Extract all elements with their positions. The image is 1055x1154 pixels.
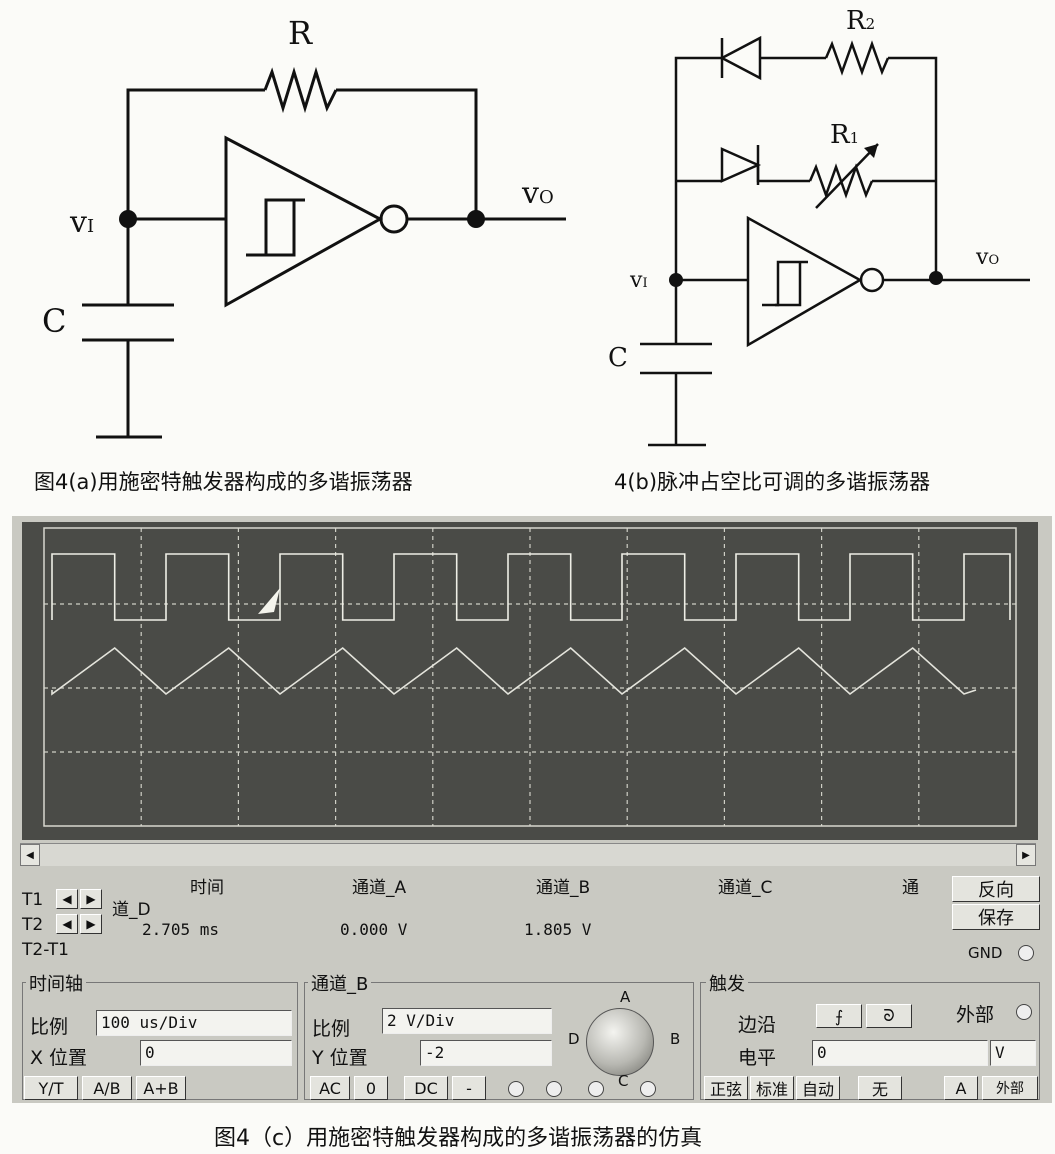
readout-header-channel-b: 通道_B [536, 878, 591, 898]
circuit-a-caption: 图4(a)用施密特触发器构成的多谐振荡器 [34, 470, 413, 494]
y-position-field[interactable]: -2 [420, 1040, 552, 1066]
readout-channel-b-value: 1.805 V [524, 920, 592, 939]
readout-header-channel-d: 通 [902, 878, 919, 898]
circuit-b-r2-label: R2 [846, 6, 876, 36]
timebase-scale-label: 比例 [30, 1016, 69, 1038]
schmitt-inverter-b-symbol [746, 215, 863, 348]
mode-ab-button[interactable]: A/B [82, 1076, 132, 1100]
t2-right-arrow-icon[interactable]: ▶ [80, 914, 102, 934]
channel-radio-3[interactable] [588, 1081, 604, 1097]
x-position-field[interactable]: 0 [140, 1040, 292, 1066]
scope-screen [22, 522, 1038, 840]
gnd-label: GND [968, 944, 1003, 962]
level-label: 电平 [738, 1047, 777, 1069]
circuit-b-r1-label: R1 [830, 120, 860, 150]
square-wave-trace [51, 553, 1011, 621]
knob-label-d: D [568, 1030, 580, 1048]
coupling-dc-button[interactable]: DC [404, 1076, 448, 1100]
channel-radio-2[interactable] [546, 1081, 562, 1097]
channel-b-scale-label: 比例 [312, 1018, 351, 1040]
scroll-left-icon[interactable]: ◀ [20, 844, 40, 866]
t2-left-arrow-icon[interactable]: ◀ [56, 914, 78, 934]
circuit-b-capacitor-label: C [608, 343, 628, 373]
gnd-radio[interactable] [1018, 945, 1034, 961]
trigger-sine-button[interactable]: 正弦 [704, 1076, 748, 1100]
t1-right-arrow-icon[interactable]: ▶ [80, 889, 102, 909]
level-unit: V [990, 1040, 1036, 1066]
circuit-a-input-label: vI [70, 205, 95, 240]
y-position-label: Y 位置 [312, 1047, 368, 1069]
channel-radio-1[interactable] [508, 1081, 524, 1097]
edge-label: 边沿 [738, 1014, 777, 1036]
t1-label: T1 [22, 890, 44, 910]
knob-label-b: B [670, 1030, 681, 1048]
trigger-title: 触发 [706, 970, 748, 996]
channel-b-scale-field[interactable]: 2 V/Div [382, 1008, 552, 1034]
scroll-right-icon[interactable]: ▶ [1016, 844, 1036, 866]
mode-apb-button[interactable]: A+B [136, 1076, 186, 1100]
trigger-auto-button[interactable]: 自动 [796, 1076, 840, 1100]
external-radio[interactable] [1016, 1004, 1032, 1020]
channel-b-title: 通道_B [308, 970, 372, 996]
readout-channel-a-value: 0.000 V [340, 920, 408, 939]
readout-header-time: 时间 [190, 878, 224, 898]
t2t1-label: T2-T1 [22, 940, 69, 960]
external-label: 外部 [956, 1004, 995, 1026]
cursor-marker [258, 588, 280, 614]
channel-radio-4[interactable] [640, 1081, 656, 1097]
trigger-external-button[interactable]: 外部 [982, 1076, 1038, 1100]
circuit-a-resistor-label: R [288, 14, 313, 52]
channel-b-group [304, 982, 694, 1100]
circuit-a-capacitor-label: C [42, 302, 67, 340]
circuit-a-schematic [82, 66, 566, 439]
knob-label-a: A [620, 988, 631, 1006]
readout-partial-header: 道_D [112, 900, 151, 920]
trigger-standard-button[interactable]: 标准 [750, 1076, 794, 1100]
circuit-b-caption: 4(b)脉冲占空比可调的多谐振荡器 [614, 470, 931, 494]
t1-left-arrow-icon[interactable]: ◀ [56, 889, 78, 909]
figure-c-caption: 图4（c）用施密特触发器构成的多谐振荡器的仿真 [214, 1126, 703, 1151]
circuit-a-output-label: vO [522, 176, 554, 211]
readout-header-channel-c: 通道_C [718, 878, 773, 898]
reverse-button[interactable]: 反向 [952, 876, 1040, 902]
circuit-b-input-label: vI [630, 268, 648, 293]
resistor-r-symbol [263, 66, 338, 114]
x-position-label: X 位置 [30, 1047, 88, 1069]
diode-lower-symbol [720, 147, 762, 183]
horizontal-scrollbar[interactable]: ◀ ▶ [20, 843, 1036, 866]
readout-time-value: 2.705 ms [142, 920, 220, 939]
coupling-dash-button[interactable]: - [452, 1076, 486, 1100]
schmitt-inverter-symbol [224, 135, 384, 308]
trigger-none-button[interactable]: 无 [858, 1076, 902, 1100]
trigger-a-button[interactable]: A [944, 1076, 978, 1100]
rising-edge-icon[interactable]: ⨍ [816, 1004, 862, 1028]
mode-yt-button[interactable]: Y/T [24, 1076, 78, 1100]
coupling-ac-button[interactable]: AC [310, 1076, 350, 1100]
t2-label: T2 [22, 915, 44, 935]
timebase-title: 时间轴 [26, 970, 86, 996]
knob-label-c: C [618, 1072, 629, 1090]
circuit-b-schematic [640, 35, 1030, 447]
circuit-b-output-label: vO [976, 245, 1000, 270]
resistor-r2-symbol [824, 40, 890, 76]
diode-upper-symbol [719, 35, 762, 81]
readout-header-channel-a: 通道_A [352, 878, 407, 898]
save-button[interactable]: 保存 [952, 904, 1040, 930]
triangle-wave-trace [51, 646, 977, 696]
level-field[interactable]: 0 [812, 1040, 988, 1066]
falling-edge-icon[interactable]: ᘐ [866, 1004, 912, 1028]
timebase-scale-field[interactable]: 100 us/Div [96, 1010, 292, 1036]
channel-selector-knob[interactable] [586, 1008, 654, 1076]
coupling-zero-button[interactable]: 0 [354, 1076, 388, 1100]
